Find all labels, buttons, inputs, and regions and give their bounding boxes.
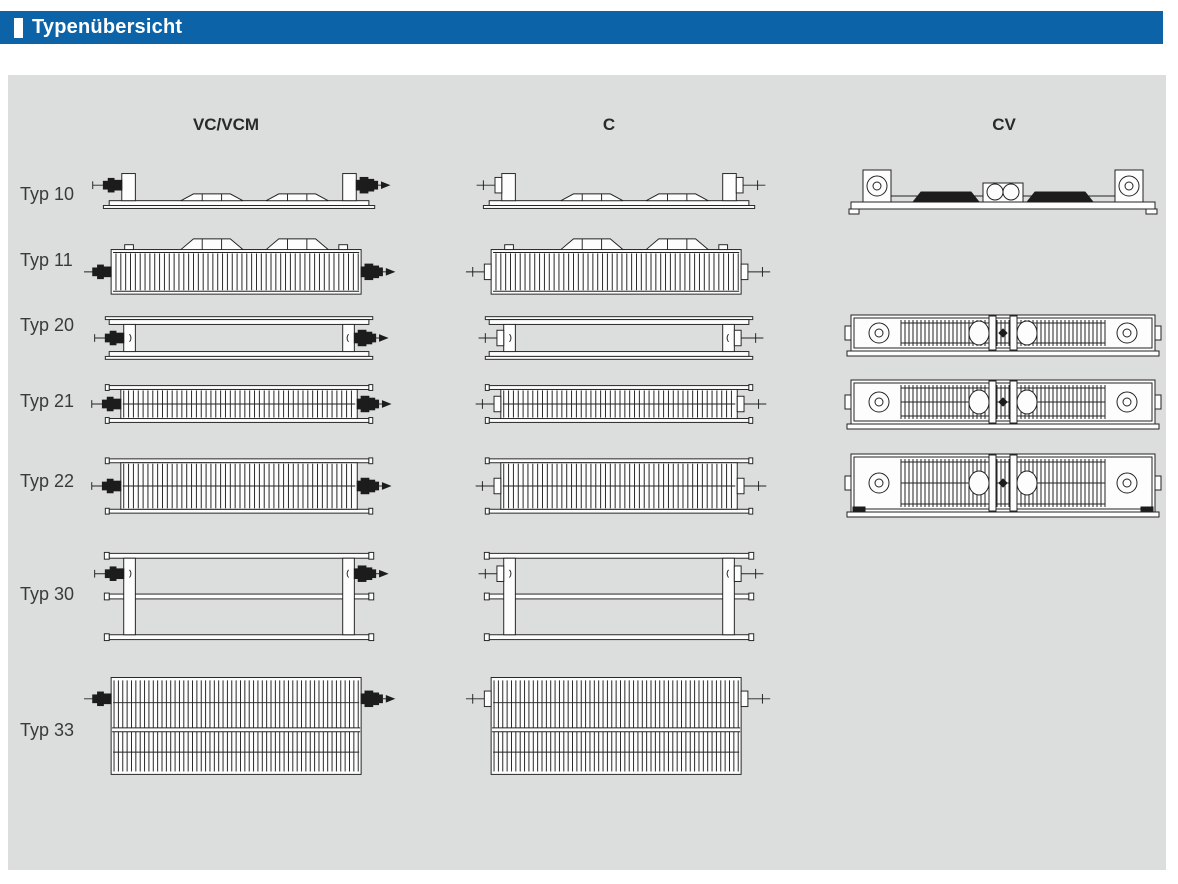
row-label-typ-22: Typ 22 [20,471,75,491]
radiator-drawing-typ30-c [464,542,776,650]
section-header-bar: Typenübersicht [0,11,1163,44]
column-header-cv: CV [992,115,1016,134]
page-title: Typenübersicht [32,16,183,38]
radiator-drawing-typ22-vc [84,450,396,522]
row-label-typ-10: Typ 10 [20,184,75,204]
radiator-drawing-typ22-cv [843,446,1165,522]
radiator-drawing-typ11-c [464,233,776,301]
radiator-drawing-typ21-c [464,377,776,431]
row-label-typ-11: Typ 11 [20,250,73,270]
radiator-drawing-typ22-c [464,450,776,522]
row-label-typ-30: Typ 30 [20,584,75,604]
radiator-drawing-typ20-cv [843,307,1165,361]
radiator-drawing-typ10-c [464,163,776,219]
radiator-drawing-typ10-vc [84,163,396,219]
radiator-drawing-typ21-cv [843,372,1165,434]
radiator-drawing-typ10-cv [843,158,1165,220]
column-header-c: C [602,115,616,134]
row-label-typ-33: Typ 33 [20,720,75,740]
radiator-drawing-typ20-c [464,306,776,370]
radiator-drawing-typ33-vc [81,668,396,780]
column-header-vc-vcm: VC/VCM [192,115,260,134]
radiator-drawing-typ30-vc [84,542,396,650]
radiator-drawing-typ21-vc [84,377,396,431]
type-overview-panel: VC/VCM C CV Typ 10 Typ 11 Typ 20 [8,75,1166,870]
row-label-typ-20: Typ 20 [20,315,75,335]
radiator-drawing-typ33-c [464,668,776,780]
row-label-typ-21: Typ 21 [20,391,75,411]
radiator-drawing-typ11-vc [81,233,396,301]
header-bullet-icon [14,17,23,38]
radiator-drawing-typ20-vc [84,306,396,370]
